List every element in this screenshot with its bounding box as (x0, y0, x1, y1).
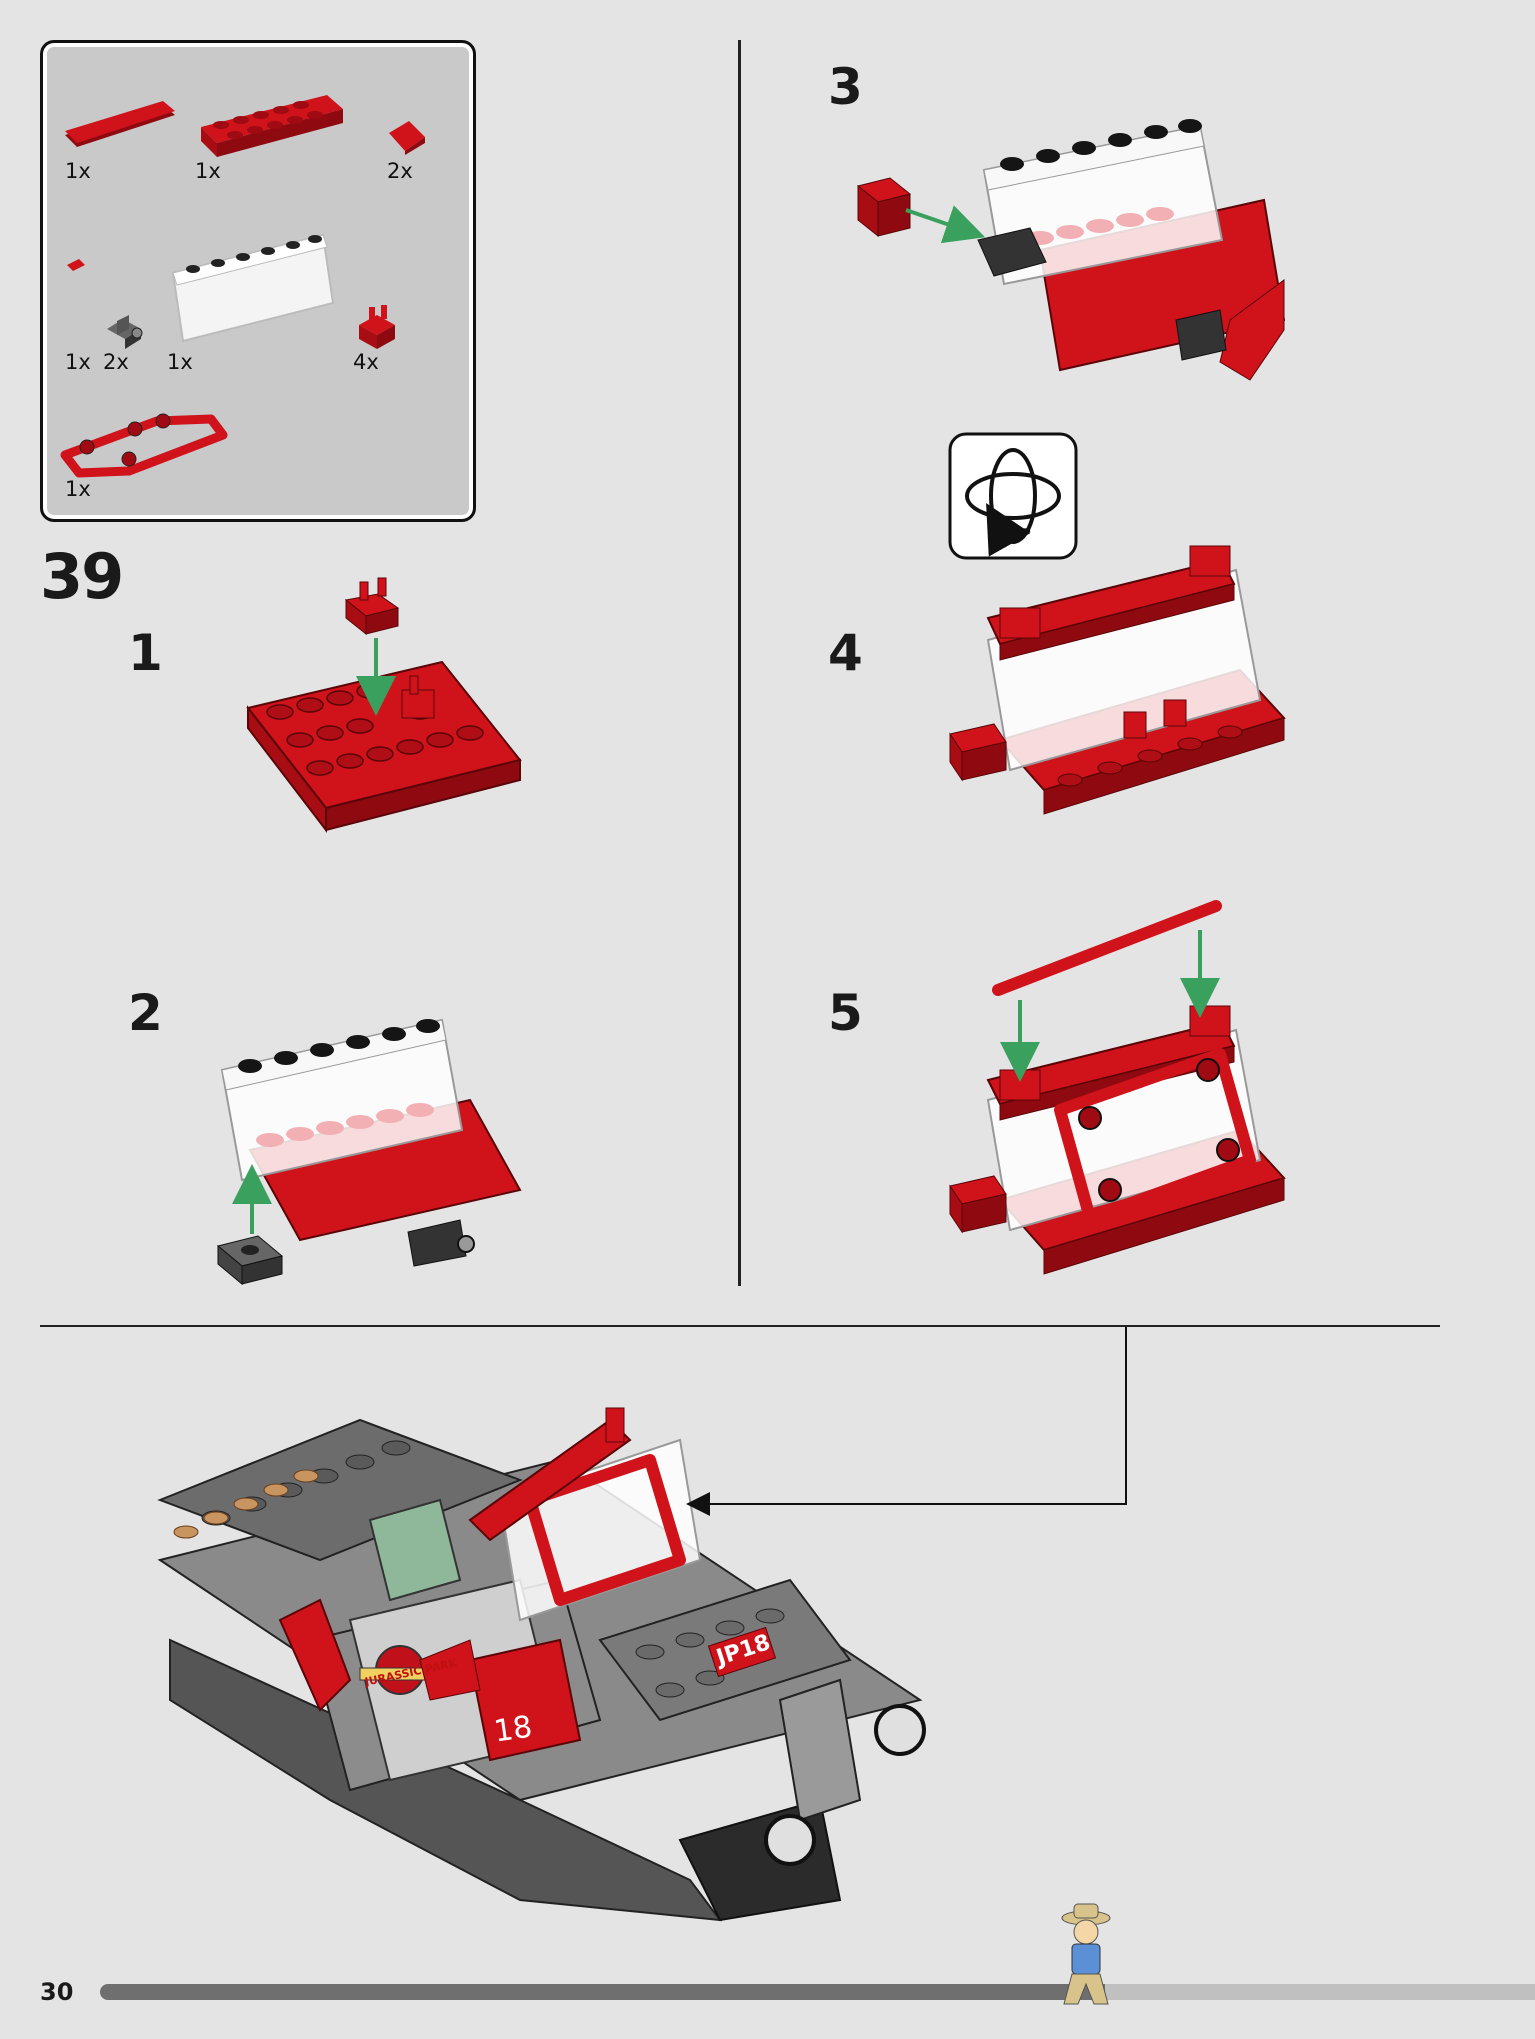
parts-callout: 1x 1x 2x 1x 2x 1x 4x 1x (40, 40, 476, 522)
sub-step-1: 1 (128, 624, 163, 682)
sub-step-4: 4 (828, 624, 863, 682)
part-qty: 1x (65, 159, 91, 183)
red-slope-part (389, 121, 425, 155)
red-clip-part (359, 305, 395, 349)
sub-step-5: 5 (828, 984, 863, 1042)
red-small-tile-part (67, 259, 85, 271)
vehicle-model (157, 1407, 926, 1922)
step1-illustration (246, 577, 522, 833)
explorer-minifig-icon (1061, 1903, 1111, 2005)
part-qty: 1x (195, 159, 221, 183)
step5-illustration (949, 900, 1286, 1275)
part-qty: 1x (65, 477, 91, 501)
progress-fill (100, 1984, 1105, 2000)
door-number-decal: 18 (491, 1709, 535, 1750)
sub-step-2: 2 (128, 984, 163, 1042)
progress-track (100, 1984, 1535, 2000)
part-qty: 1x (65, 350, 91, 374)
red-plate-part (201, 95, 343, 157)
part-qty: 2x (103, 350, 129, 374)
red-frame-part (60, 413, 228, 478)
red-tile-part (65, 101, 175, 147)
part-qty: 2x (387, 159, 413, 183)
sub-step-3: 3 (828, 58, 863, 116)
part-qty: 1x (167, 350, 193, 374)
step-number: 39 (40, 540, 124, 613)
column-divider (738, 40, 741, 1286)
section-divider (40, 1325, 1440, 1327)
step4-illustration (949, 545, 1286, 815)
step3-illustration (856, 119, 1286, 381)
grey-bracket-part (107, 315, 143, 349)
part-qty: 4x (353, 350, 379, 374)
rotate-model-icon (948, 432, 1078, 560)
page-number: 30 (40, 1978, 74, 2006)
windscreen-part (171, 233, 335, 343)
callout-arrow (686, 1327, 1127, 1516)
step2-illustration (216, 1018, 522, 1286)
parts-illustrations (60, 95, 425, 478)
